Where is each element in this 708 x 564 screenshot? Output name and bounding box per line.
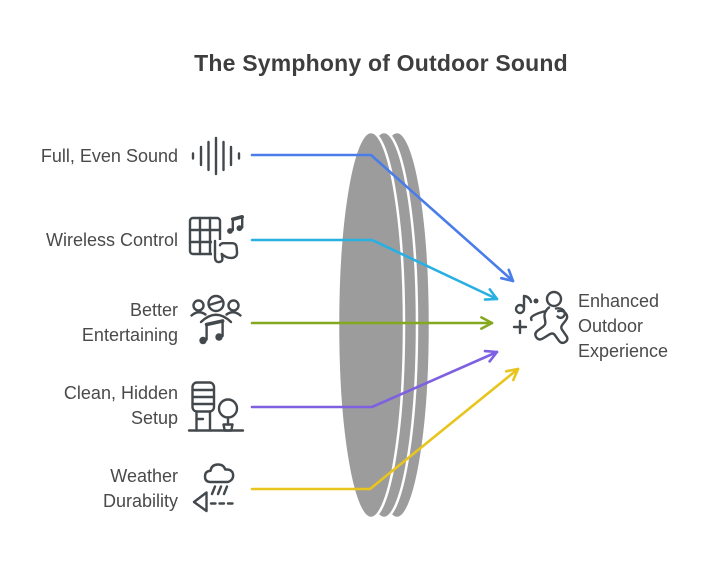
arrow-clean-hidden-setup [250,350,499,409]
speaker-planter-icon [186,376,246,436]
arrowhead-clean-hidden-setup [483,349,499,363]
arrowhead-better-entertaining [480,316,494,330]
soundwave-icon [186,126,246,186]
arrow-weather-durability [250,367,520,491]
touch-grid-music-icon [186,210,246,270]
feature-label-better-entertaining: Better Entertaining [81,300,178,345]
funnel-lens [336,130,432,520]
feature-arrows [250,153,520,491]
feature-label-weather-durability: Weather Durability [102,466,178,511]
outcome-label: Enhanced Outdoor Experience [578,291,669,361]
arrowhead-weather-durability [504,367,520,382]
arrowhead-wireless-control [483,288,499,301]
page-title: The Symphony of Outdoor Sound [194,50,568,76]
feature-label-full-even-sound: Full, Even Sound [40,146,178,166]
feature-label-wireless-control: Wireless Control [45,230,178,250]
lens-front-disc [336,130,406,520]
arrow-wireless-control [250,238,499,301]
feature-label-clean-hidden-setup: Clean, Hidden Setup [63,383,178,428]
arrow-full-even-sound [250,153,515,283]
dancing-person-music-icon [503,278,573,368]
people-music-icon [186,292,246,352]
cloud-rain-speaker-icon [186,459,246,519]
arrowhead-full-even-sound [499,268,515,283]
